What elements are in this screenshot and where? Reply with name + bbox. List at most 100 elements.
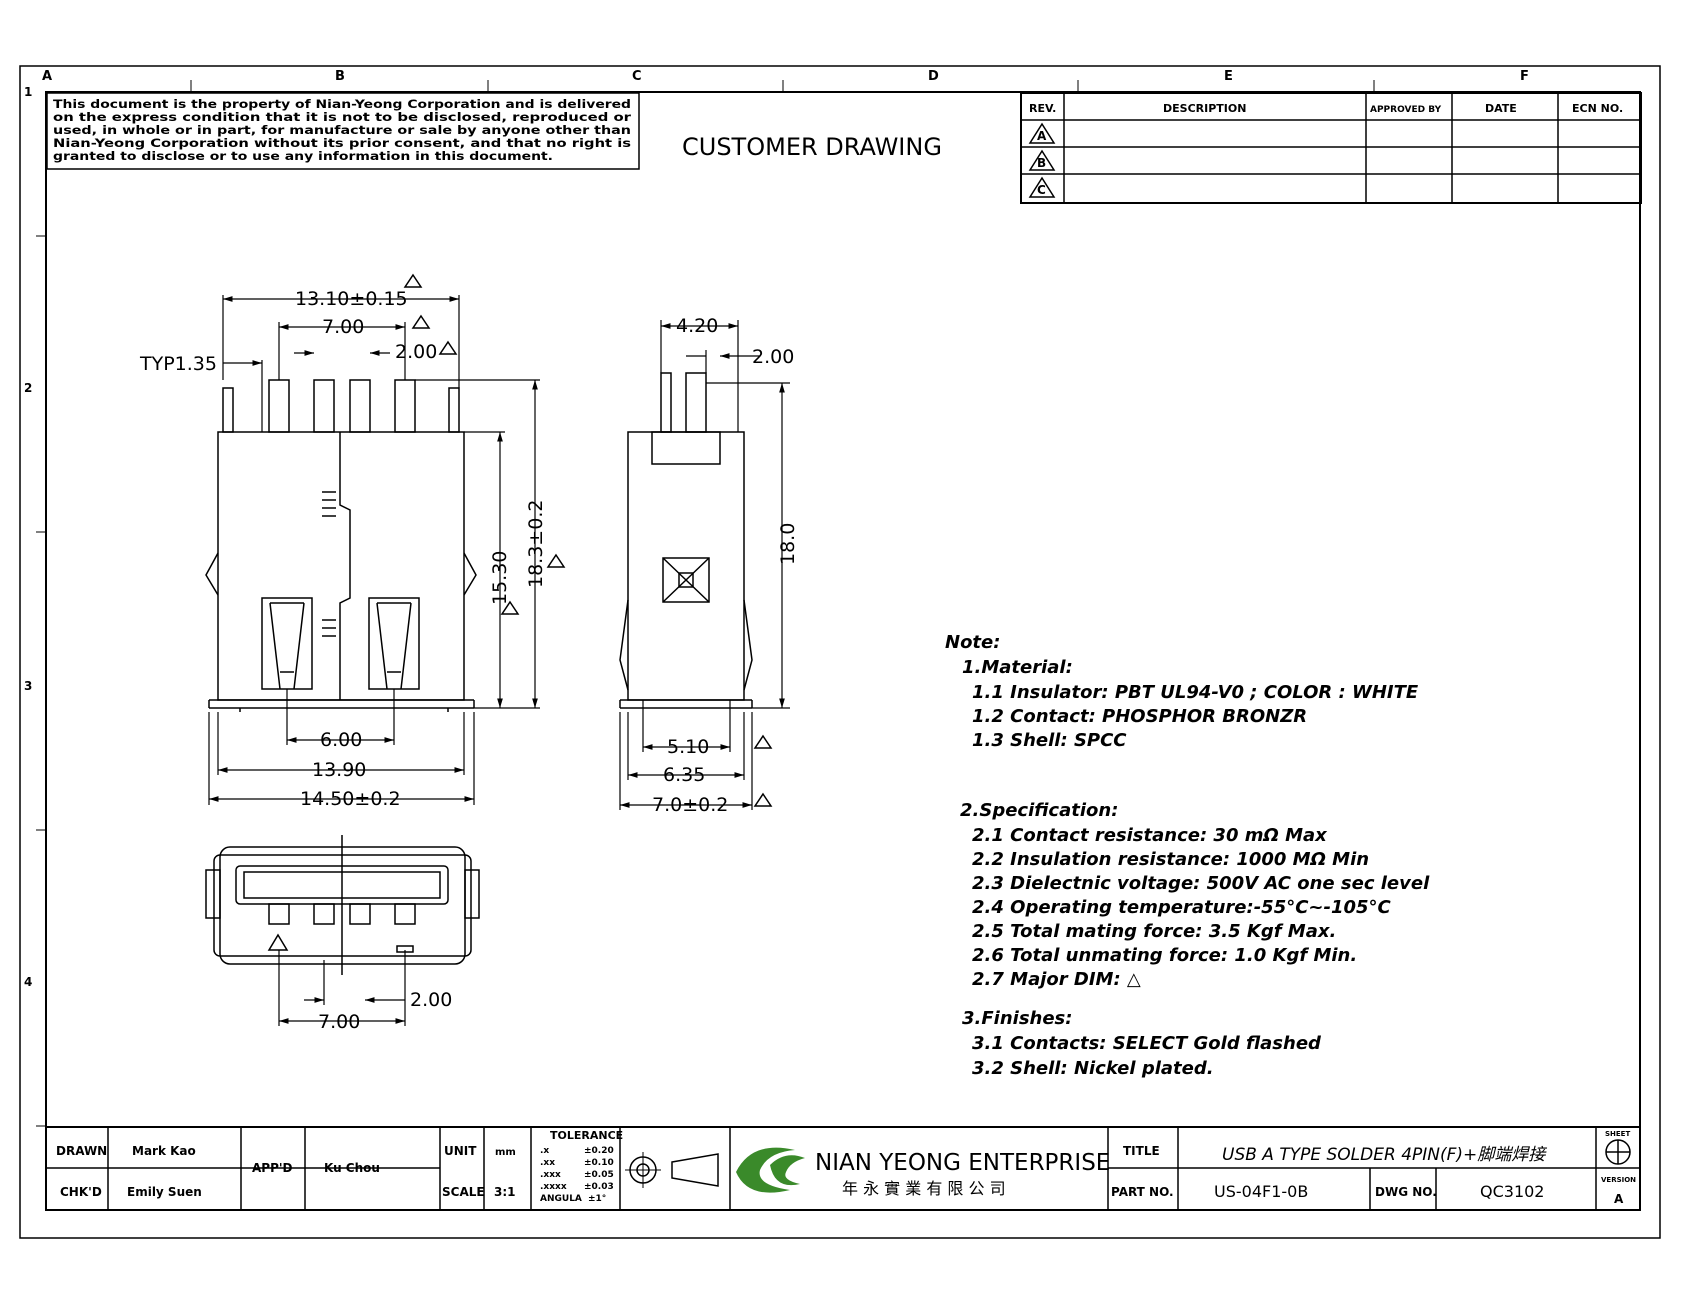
notes-item: 2.5 Total mating force: 3.5 Kgf Max. xyxy=(972,921,1336,942)
company-logo-icon xyxy=(736,1147,805,1193)
notice-line: This document is the property of Nian-Ye… xyxy=(53,97,631,111)
row-numbers: 1 2 3 4 xyxy=(24,85,32,989)
col-letter-b: B xyxy=(335,69,345,84)
unit-value: mm xyxy=(495,1147,516,1158)
revision-table: REV. DESCRIPTION APPROVED BY DATE ECN NO… xyxy=(1020,92,1642,204)
revision-triangle-icon xyxy=(1028,149,1056,171)
col-letter-c: C xyxy=(632,69,642,84)
dim-pin-width: 2.00 xyxy=(395,341,437,363)
part-label: PART NO. xyxy=(1111,1185,1174,1199)
appd-label: APP'D xyxy=(252,1161,293,1175)
scale-label: SCALE xyxy=(442,1185,485,1199)
row-number-4: 4 xyxy=(24,975,32,989)
tolerance-fmt: .xxx xyxy=(540,1170,561,1180)
scale-value: 3:1 xyxy=(494,1185,516,1199)
sheet-label: SHEET xyxy=(1605,1130,1630,1138)
notice-line: on the express condition that it is not … xyxy=(53,110,631,124)
notes-section-title: 2.Specification: xyxy=(960,800,1118,821)
dim-side-d3: 7.0±0.2 xyxy=(652,794,728,816)
notice-line: Nian-Yeong Corporation without its prior… xyxy=(53,136,631,150)
version-label: VERSION xyxy=(1601,1176,1636,1184)
notes-block: Note: 1.Material: 1.1 Insulator: PBT UL9… xyxy=(945,632,1430,1079)
ecn-header: ECN NO. xyxy=(1572,102,1623,115)
rev-row-c: C xyxy=(1028,176,1056,198)
side-dimensions xyxy=(619,320,790,810)
dim-total-height: 18.3±0.2 xyxy=(525,500,547,588)
notes-item: 3.2 Shell: Nickel plated. xyxy=(972,1058,1214,1079)
dim-side-top: 4.20 xyxy=(676,315,718,337)
col-letter-d: D xyxy=(928,69,939,84)
bottom-view xyxy=(205,835,480,975)
tolerance-value: ±0.10 xyxy=(584,1158,614,1168)
title-label: TITLE xyxy=(1123,1144,1160,1158)
major-dim-triangle-icon xyxy=(411,314,431,329)
company-name: NIAN YEONG ENTERPRISE xyxy=(815,1150,1110,1176)
dim-side-pin: 2.00 xyxy=(752,346,794,368)
notes-item: 1.2 Contact: PHOSPHOR BRONZR xyxy=(972,706,1307,727)
major-dim-triangle-icon xyxy=(438,340,458,355)
dim-width-bottom: 14.50±0.2 xyxy=(300,788,401,810)
border-frame xyxy=(19,65,1661,1239)
notes-heading: Note: xyxy=(945,632,1000,653)
front-dimensions xyxy=(208,295,540,805)
major-dim-triangle-icon xyxy=(403,273,423,288)
notes-item: 2.6 Total unmating force: 1.0 Kgf Min. xyxy=(972,945,1357,966)
dim-typ: TYP1.35 xyxy=(139,353,217,375)
tolerance-heading: TOLERANCE xyxy=(550,1129,623,1142)
dim-body-height: 15.30 xyxy=(489,551,511,605)
property-notice: This document is the property of Nian-Ye… xyxy=(46,92,640,170)
company-chinese-name: 年 永 實 業 有 限 公 司 xyxy=(842,1179,1006,1198)
side-view xyxy=(619,372,753,709)
dim-side-height: 18.0 xyxy=(777,523,799,565)
part-value: US-04F1-0B xyxy=(1214,1182,1308,1201)
row-number-2: 2 xyxy=(24,381,32,395)
dwg-value: QC3102 xyxy=(1480,1182,1544,1201)
drawing-title: CUSTOMER DRAWING xyxy=(682,133,942,161)
row-number-3: 3 xyxy=(24,679,32,693)
tolerance-value: ±0.05 xyxy=(584,1170,614,1180)
side-dimension-labels: 4.20 2.00 18.0 5.10 6.35 7.0±0.2 xyxy=(652,315,799,816)
description-header: DESCRIPTION xyxy=(1163,102,1246,115)
notes-item: 1.1 Insulator: PBT UL94-V0 ; COLOR : WHI… xyxy=(972,682,1419,703)
tolerance-value: ±0.20 xyxy=(584,1146,614,1156)
bottom-dimensions xyxy=(278,950,406,1026)
col-letter-f: F xyxy=(1520,69,1529,84)
tolerance-fmt: .xx xyxy=(540,1158,555,1168)
front-dimension-labels: 13.10±0.15 7.00 2.00 TYP1.35 15.30 18.3±… xyxy=(139,273,566,810)
rev-letter: A xyxy=(1037,129,1047,143)
revision-triangle-icon xyxy=(1028,176,1056,198)
tolerance-value: ±1° xyxy=(588,1194,606,1204)
dim-width-mid: 13.90 xyxy=(312,759,366,781)
chkd-name: Emily Suen xyxy=(127,1185,202,1199)
notes-item: 2.3 Dielectnic voltage: 500V AC one sec … xyxy=(972,873,1430,894)
major-dim-triangle-icon xyxy=(546,553,566,568)
notice-line: granted to disclose or to use any inform… xyxy=(53,149,553,163)
dim-inner: 6.00 xyxy=(320,729,362,751)
tolerance-fmt: ANGULA xyxy=(540,1194,582,1204)
major-dim-triangle-icon xyxy=(753,734,773,749)
dim-bottom-pitch: 7.00 xyxy=(318,1011,360,1033)
drawn-name: Mark Kao xyxy=(132,1144,196,1158)
chkd-label: CHK'D xyxy=(60,1185,102,1199)
rev-row-a: A xyxy=(1028,122,1056,144)
notes-item: 2.7 Major DIM: △ xyxy=(972,969,1141,990)
row-number-1: 1 xyxy=(24,85,32,99)
revision-triangle-icon xyxy=(1028,122,1056,144)
notice-line: used, in whole or in part, for manufactu… xyxy=(53,123,631,137)
rev-letter: B xyxy=(1037,156,1046,170)
dim-pitch-outer: 7.00 xyxy=(322,316,364,338)
notes-item: 2.4 Operating temperature:-55°C~-105°C xyxy=(972,897,1392,918)
dim-side-d1: 5.10 xyxy=(667,736,709,758)
notes-section-title: 3.Finishes: xyxy=(962,1008,1072,1029)
rev-header: REV. xyxy=(1029,102,1056,115)
tolerance-fmt: .x xyxy=(540,1146,549,1156)
bottom-dimension-labels: 7.00 2.00 xyxy=(318,989,452,1033)
approved-header: APPROVED BY xyxy=(1370,105,1442,115)
title-value: USB A TYPE SOLDER 4PIN(F)+脚端焊接 xyxy=(1222,1145,1547,1165)
dim-side-d2: 6.35 xyxy=(663,764,705,786)
dim-bottom-pin: 2.00 xyxy=(410,989,452,1011)
rev-letter: C xyxy=(1037,183,1046,197)
notes-item: 3.1 Contacts: SELECT Gold flashed xyxy=(972,1033,1322,1054)
major-dim-triangle-icon xyxy=(500,600,520,615)
